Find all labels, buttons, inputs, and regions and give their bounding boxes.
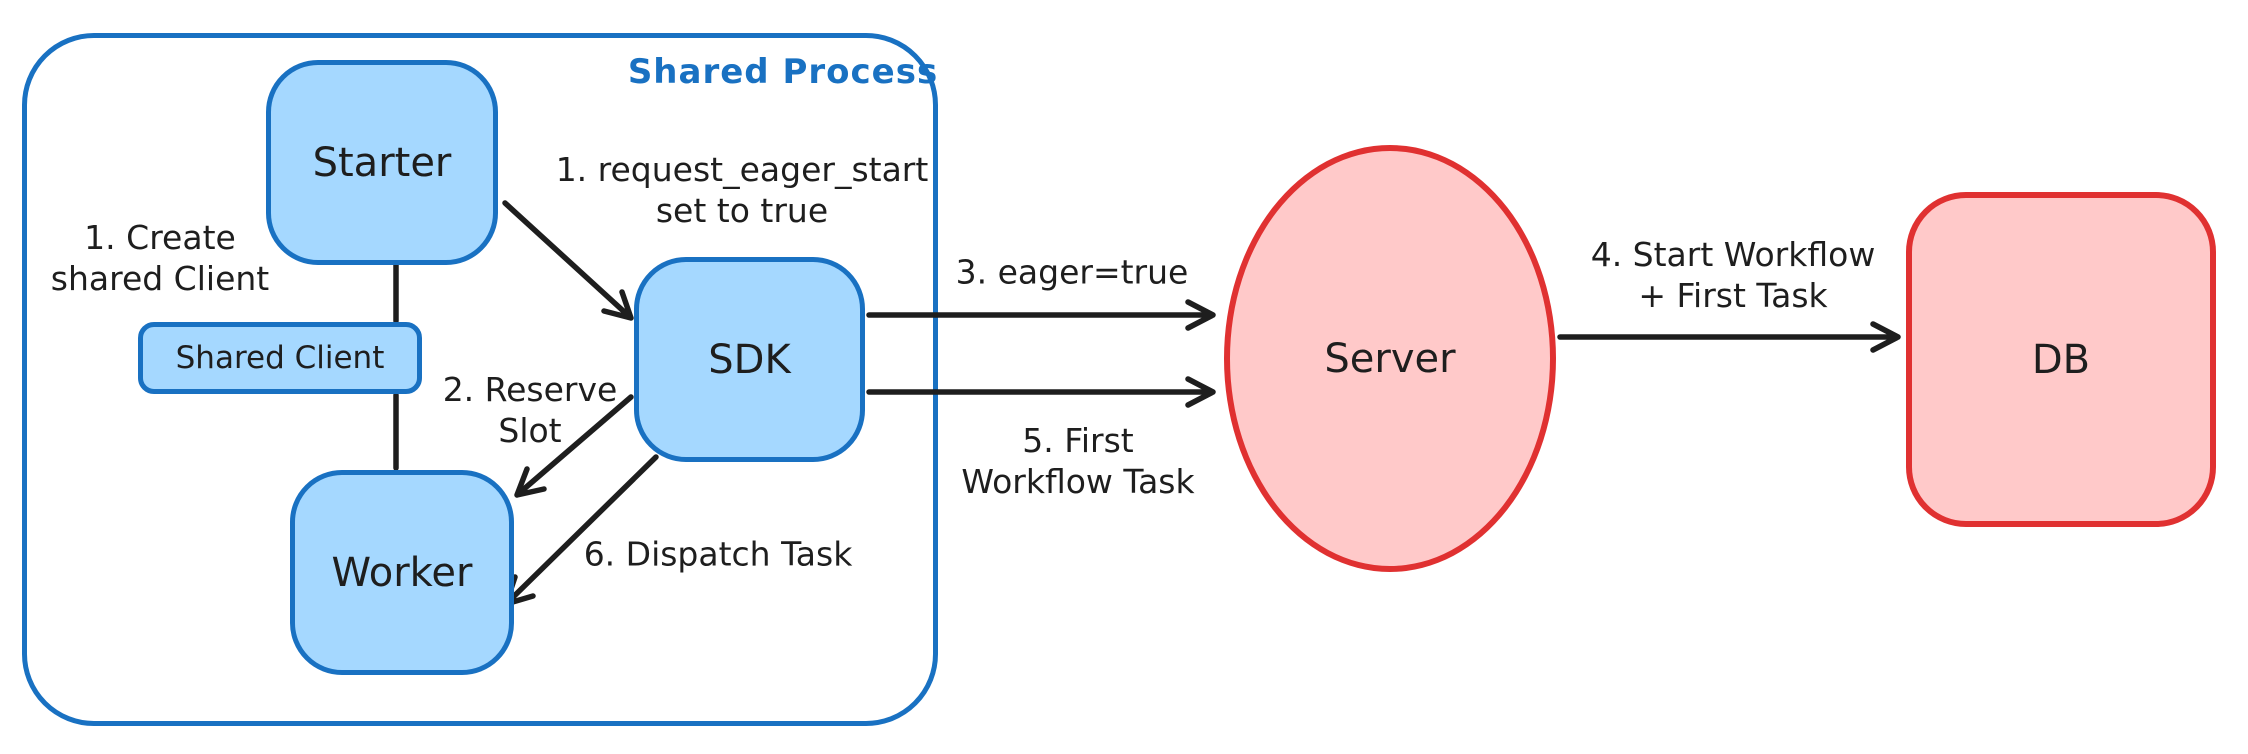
node-starter: Starter bbox=[266, 60, 498, 265]
node-starter-label: Starter bbox=[312, 139, 452, 186]
edge-sdk-to-worker-reserve-arrow bbox=[514, 394, 634, 498]
node-shared-client-label: Shared Client bbox=[175, 340, 385, 376]
annotation-start-workflow-first-task-line1: 4. Start Workflow bbox=[1590, 235, 1876, 274]
node-worker-label: Worker bbox=[331, 549, 473, 596]
annotation-dispatch-task-line1: 6. Dispatch Task bbox=[583, 534, 853, 574]
node-sdk-label: SDK bbox=[708, 336, 791, 383]
annotation-request-eager-start-line2: set to true bbox=[655, 191, 829, 230]
node-sdk: SDK bbox=[634, 257, 865, 462]
annotation-create-shared-client-line2: shared Client bbox=[50, 259, 270, 298]
annotation-create-shared-client: 1. Create shared Client bbox=[51, 217, 269, 299]
annotation-dispatch-task: 6. Dispatch Task bbox=[584, 534, 853, 575]
node-shared-client: Shared Client bbox=[138, 322, 422, 394]
annotation-start-workflow-first-task: 4. Start Workflow + First Task bbox=[1591, 234, 1876, 316]
edge-starter-to-sdk-arrow bbox=[502, 200, 634, 321]
annotation-request-eager-start: 1. request_eager_start set to true bbox=[556, 149, 929, 231]
shared-process-container bbox=[22, 33, 938, 726]
node-server-label: Server bbox=[1324, 335, 1456, 382]
node-db: DB bbox=[1906, 192, 2216, 527]
edge-server-to-db-arrow bbox=[1557, 321, 1901, 353]
edge-sdk-to-worker-dispatch-arrow bbox=[503, 454, 659, 607]
annotation-request-eager-start-line1: 1. request_eager_start bbox=[555, 150, 929, 189]
edge-sdk-to-server-first-task-arrow bbox=[866, 376, 1216, 408]
annotation-reserve-slot: 2. Reserve Slot bbox=[443, 369, 618, 451]
annotation-first-workflow-task-line2: Workflow Task bbox=[961, 462, 1195, 501]
annotation-first-workflow-task: 5. First Workflow Task bbox=[961, 420, 1194, 502]
annotation-create-shared-client-line1: 1. Create bbox=[84, 218, 236, 257]
annotation-reserve-slot-line1: 2. Reserve bbox=[442, 370, 618, 409]
node-db-label: DB bbox=[2031, 336, 2091, 383]
annotation-reserve-slot-line2: Slot bbox=[498, 411, 562, 450]
node-server: Server bbox=[1224, 145, 1556, 572]
shared-process-label: Shared Process bbox=[627, 52, 939, 92]
annotation-start-workflow-first-task-line2: + First Task bbox=[1638, 276, 1828, 315]
annotation-first-workflow-task-line1: 5. First bbox=[1022, 421, 1134, 460]
node-worker: Worker bbox=[290, 470, 514, 675]
annotation-eager-true-line1: 3. eager=true bbox=[955, 252, 1189, 292]
annotation-eager-true: 3. eager=true bbox=[956, 252, 1189, 293]
edge-sdk-to-server-eager-arrow bbox=[866, 299, 1216, 331]
